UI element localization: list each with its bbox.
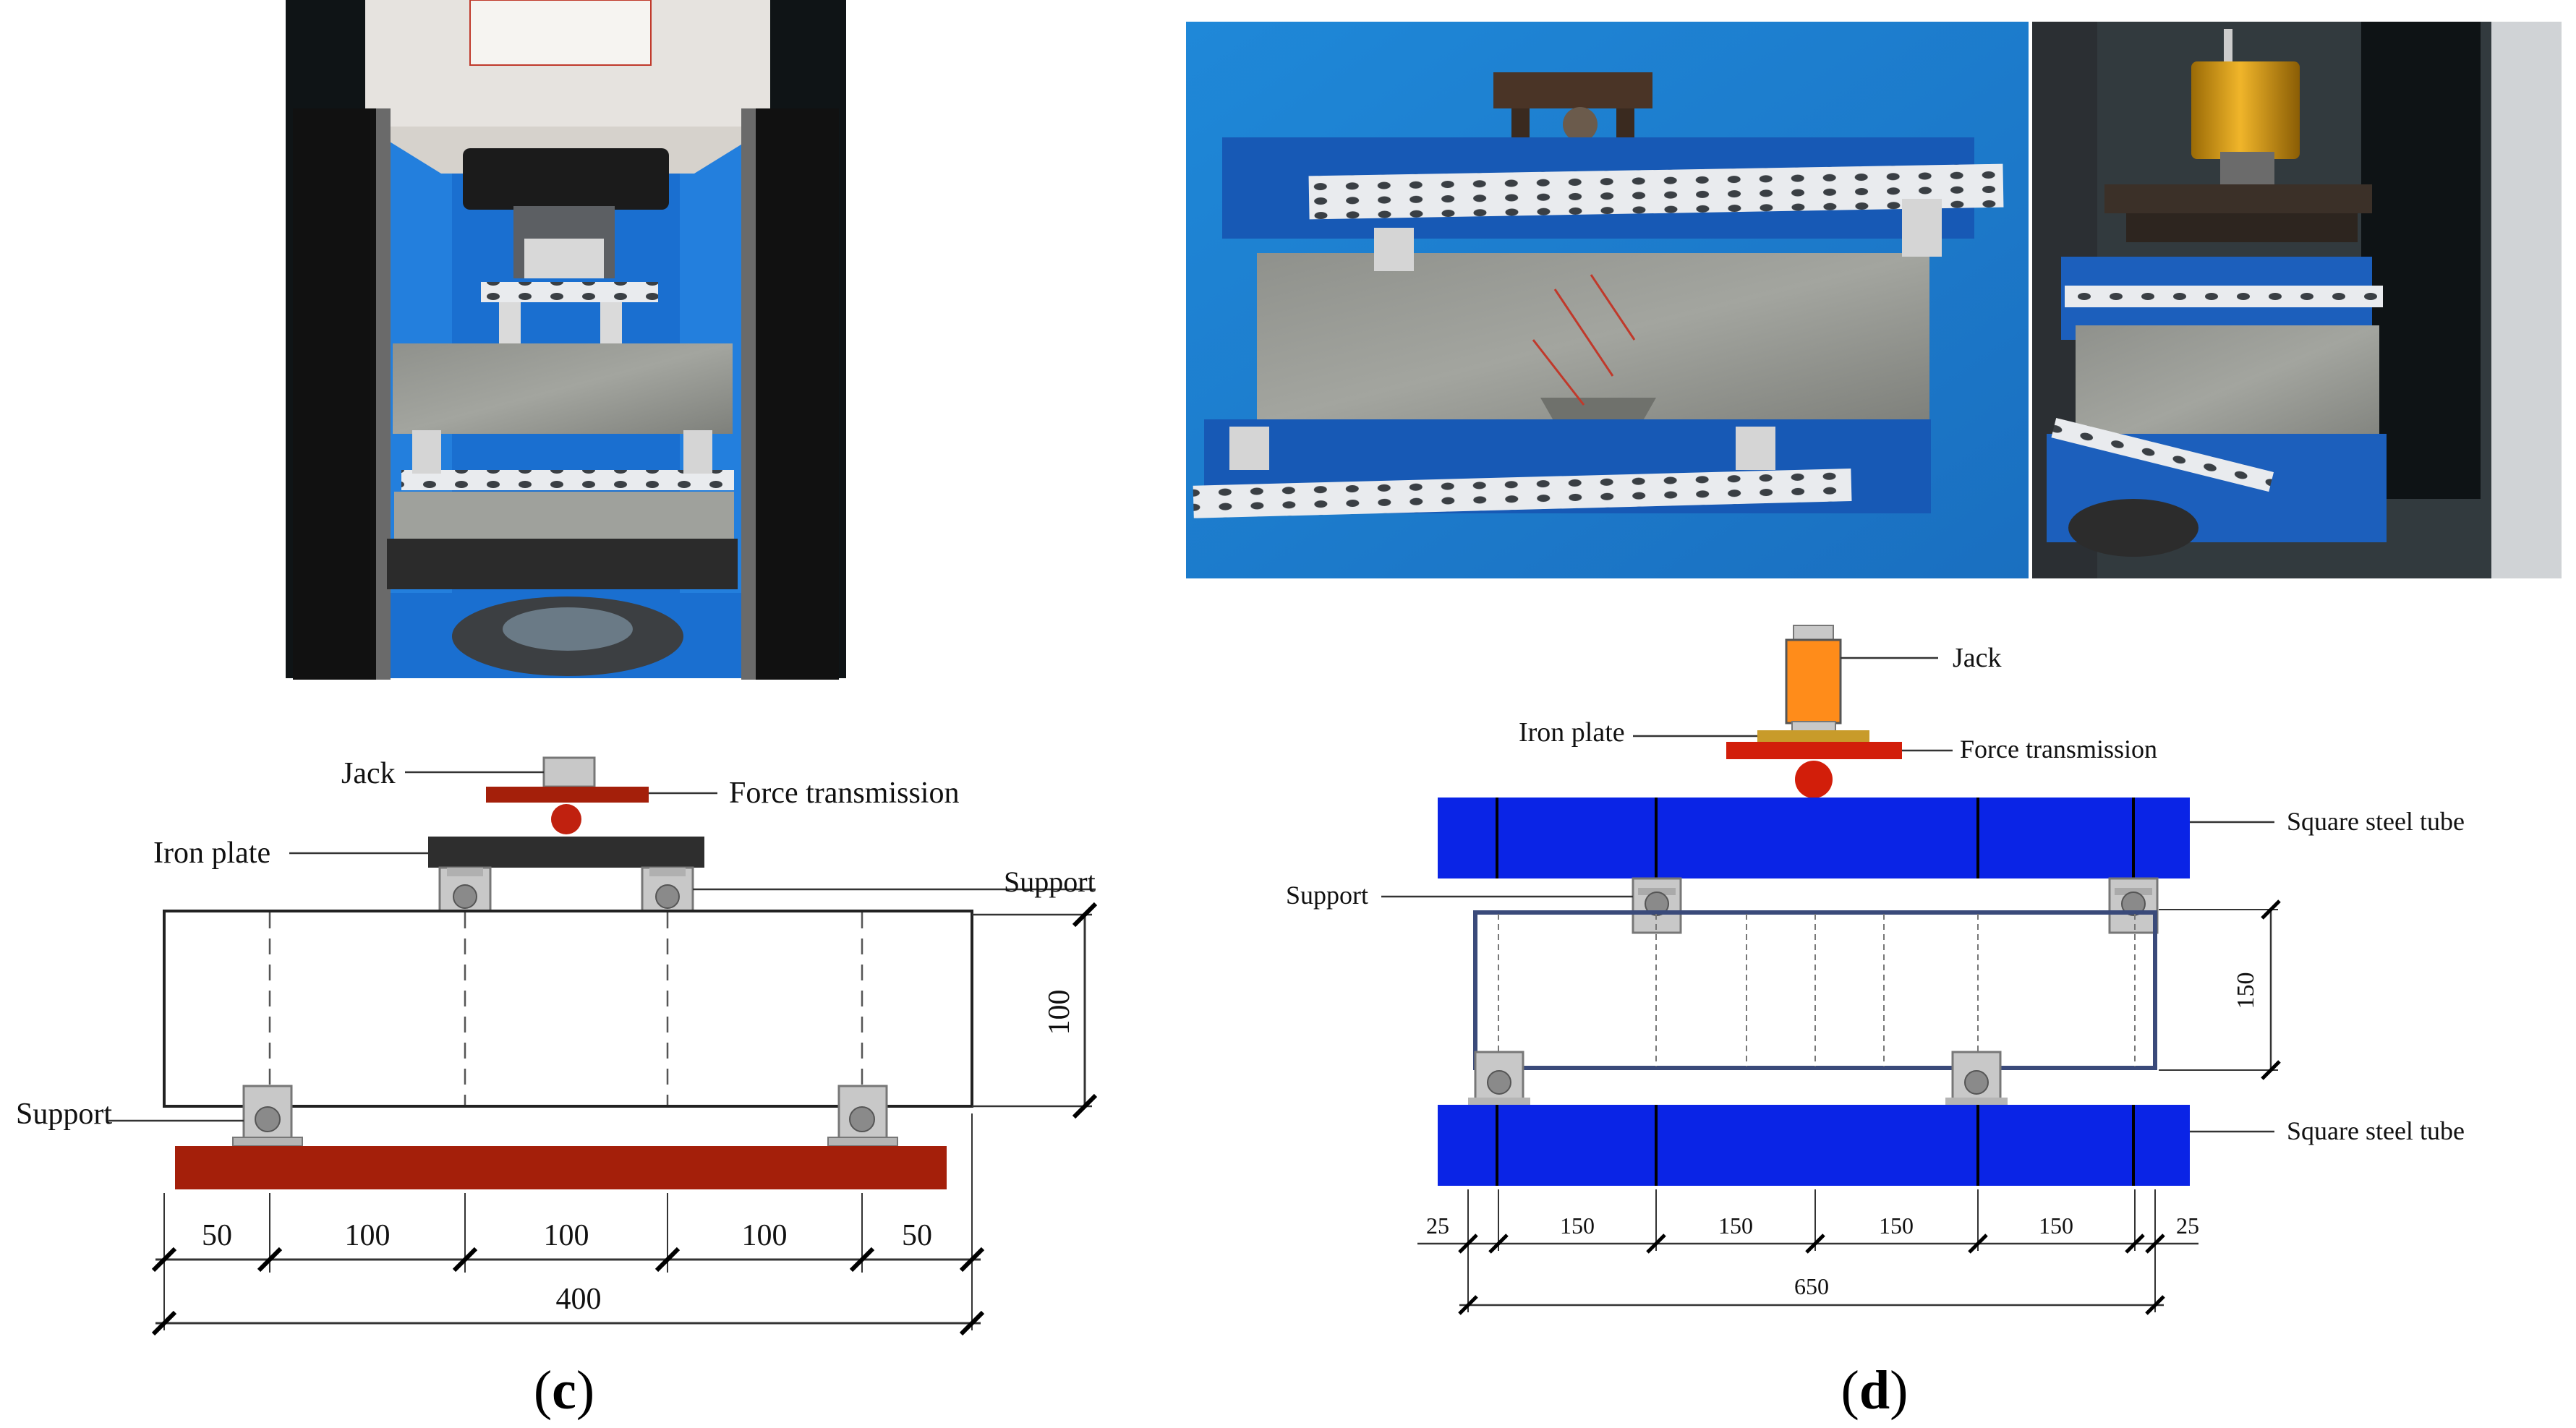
dim-seg-1-d: 25 [1426, 1213, 1449, 1239]
jack-c [542, 756, 596, 788]
dim-seg-2-c: 100 [345, 1219, 391, 1252]
label-iron-plate-d: Iron plate [1519, 717, 1625, 748]
dim-height-d: 150 [2159, 899, 2281, 1080]
loading-ball-d [1795, 761, 1833, 798]
label-tube-bottom-d: Square steel tube [2287, 1116, 2465, 1145]
dim-seg-2-d: 150 [1560, 1213, 1595, 1239]
support-top-left-d [1632, 877, 1682, 934]
beam-d [1473, 910, 2157, 1070]
iron-plate-d [1757, 730, 1869, 742]
photo-testing-machine-c [286, 0, 846, 680]
dim-chain-d: 25 150 150 150 150 25 650 [1417, 1189, 2199, 1315]
label-tube-top-d: Square steel tube [2287, 807, 2465, 836]
caption-d: (d) [1841, 1360, 1908, 1421]
label-support-d: Support [1286, 881, 1368, 910]
force-transmission-plate-d [1726, 742, 1902, 759]
support-bottom-right-d [1945, 1051, 2008, 1105]
square-steel-tube-bottom [1438, 1105, 2190, 1186]
dim-total-d: 650 [1794, 1273, 1829, 1299]
dim-total-c: 400 [556, 1283, 602, 1316]
square-steel-tube-top [1438, 798, 2190, 878]
jack-d [1785, 638, 1842, 724]
label-jack-d: Jack [1953, 643, 2002, 673]
dim-seg-4-c: 100 [742, 1219, 788, 1252]
beam-c [163, 910, 973, 1108]
dim-seg-1-c: 50 [202, 1219, 232, 1252]
support-bottom-right-c [827, 1085, 898, 1147]
dim-seg-3-c: 100 [544, 1219, 589, 1252]
label-iron-plate-c: Iron plate [153, 837, 270, 870]
caption-c: (c) [534, 1360, 594, 1421]
dim-seg-5-d: 150 [2039, 1213, 2073, 1239]
label-support-top-c: Support [1004, 865, 1096, 898]
dim-height-label-c: 100 [1043, 990, 1076, 1035]
dim-seg-3-d: 150 [1718, 1213, 1753, 1239]
diagram-c: Jack Force transmission Iron plate Suppo… [16, 756, 1098, 1421]
diagram-d: Jack Iron plate Force transmission Squar… [1286, 625, 2465, 1421]
support-bottom-left-d [1468, 1051, 1530, 1105]
base-plate-c [175, 1146, 947, 1189]
support-top-right-c [641, 866, 694, 912]
dim-seg-4-d: 150 [1879, 1213, 1914, 1239]
photo-machine-side-d [2032, 22, 2562, 578]
support-top-right-d [2108, 877, 2159, 934]
iron-plate-c [428, 837, 704, 868]
dim-seg-6-d: 25 [2176, 1213, 2199, 1239]
force-transmission-plate-c [486, 787, 649, 803]
photo-beam-fixture-d [1186, 22, 2029, 578]
support-top-left-c [438, 866, 492, 912]
support-bottom-left-c [232, 1085, 303, 1147]
dim-chain-c: 50 100 100 100 50 400 [151, 1113, 985, 1336]
loading-ball-c [551, 804, 581, 834]
label-force-transmission-c: Force transmission [729, 777, 959, 810]
label-force-transmission-d: Force transmission [1960, 735, 2157, 764]
label-support-bottom-c: Support [16, 1098, 112, 1131]
dim-height-c: 100 [972, 902, 1098, 1119]
label-jack-c: Jack [341, 757, 396, 790]
dim-height-label-d: 150 [2232, 972, 2259, 1009]
dim-seg-5-c: 50 [902, 1219, 932, 1252]
